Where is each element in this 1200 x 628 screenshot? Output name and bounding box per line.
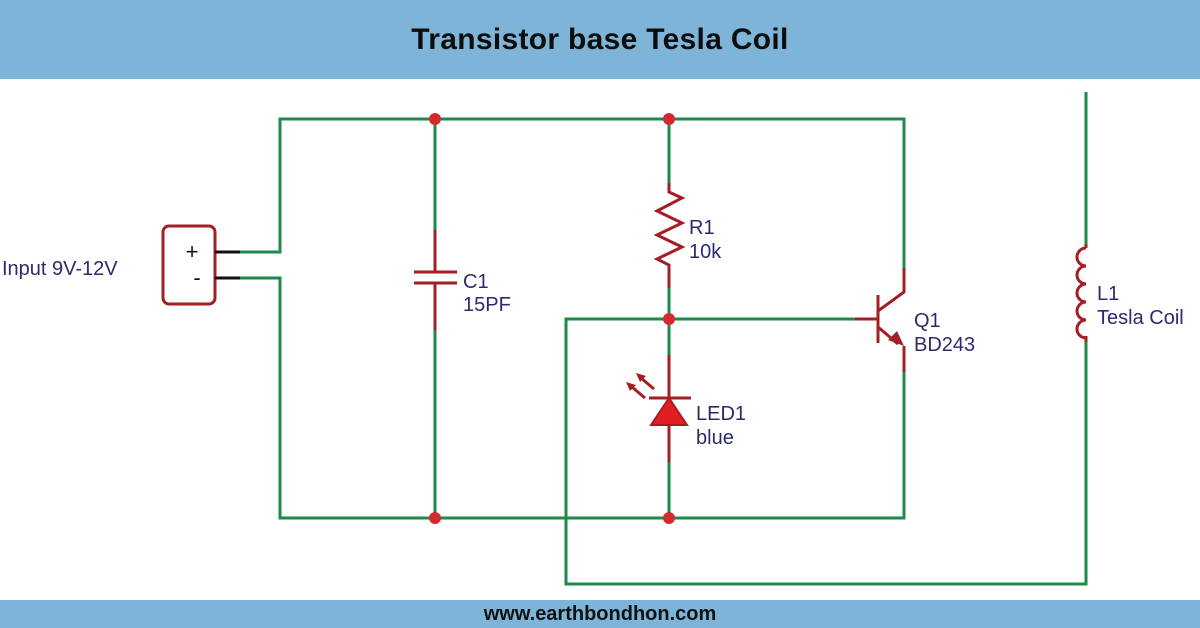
c1-ref: C1 (463, 271, 489, 293)
led-led1: LED1 blue (626, 355, 746, 462)
l1-value: Tesla Coil (1097, 307, 1184, 329)
junction-dot (663, 313, 675, 325)
junction-dot (663, 113, 675, 125)
q1-ref: Q1 (914, 310, 941, 332)
emitter-arrow-icon (888, 331, 904, 346)
transistor-q1: Q1 BD243 (855, 268, 975, 372)
plus-sign: + (186, 239, 199, 264)
junction-dot (429, 512, 441, 524)
l1-ref: L1 (1097, 283, 1119, 305)
resistor-r1: R1 10k (653, 183, 722, 288)
input-voltage-label: Input 9V-12V (2, 258, 118, 280)
title-banner: Transistor base Tesla Coil (0, 0, 1200, 79)
c1-value: 15PF (463, 294, 511, 316)
light-emission-arrows-icon (626, 373, 655, 400)
wires (240, 92, 1088, 586)
wire-negative-rail (240, 276, 906, 520)
inductor-l1: L1 Tesla Coil (1075, 244, 1184, 342)
led1-ref: LED1 (696, 403, 746, 425)
r1-ref: R1 (689, 217, 715, 239)
connector-body (161, 224, 217, 306)
wire-positive-rail (240, 117, 906, 268)
junction-dot (663, 512, 675, 524)
junction-dot (429, 113, 441, 125)
led-triangle (649, 396, 689, 426)
capacitor-c1: C1 15PF (414, 230, 511, 330)
led1-value: blue (696, 427, 734, 449)
minus-sign: - (193, 265, 200, 290)
junctions (429, 113, 675, 524)
q1-value: BD243 (914, 334, 975, 356)
wire-base-feedback (564, 317, 1088, 586)
r1-value: 10k (689, 241, 722, 263)
footer-banner: www.earthbondhon.com (0, 600, 1200, 628)
diagram-title: Transistor base Tesla Coil (411, 22, 789, 56)
input-connector: + - Input 9V-12V (2, 224, 240, 306)
website-url: www.earthbondhon.com (483, 602, 717, 625)
